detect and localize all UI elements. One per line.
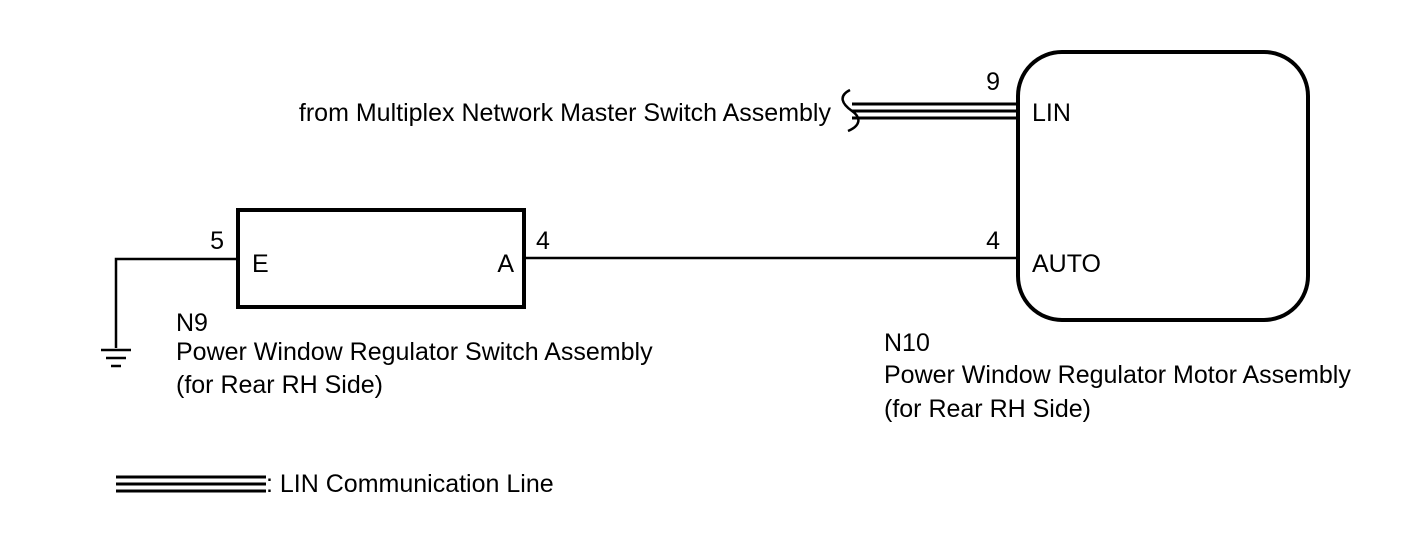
motor-component-name: Power Window Regulator Motor Assembly	[884, 361, 1351, 389]
switch-component-side: (for Rear RH Side)	[176, 371, 383, 399]
lin-pin-label: LIN	[1032, 99, 1071, 127]
auto-pin-number: 4	[986, 227, 1000, 255]
lin-communication-wire	[852, 102, 1018, 120]
switch-component-code: N9	[176, 309, 208, 337]
motor-component-code: N10	[884, 329, 930, 357]
source-label: from Multiplex Network Master Switch Ass…	[299, 99, 832, 127]
switch-component-name: Power Window Regulator Switch Assembly	[176, 338, 653, 366]
switch-component-box	[236, 208, 526, 309]
legend-lin-line-label: : LIN Communication Line	[266, 470, 554, 498]
auto-pin-label: AUTO	[1032, 250, 1101, 278]
motor-component-side: (for Rear RH Side)	[884, 395, 1091, 423]
wire-break-mark	[841, 88, 860, 133]
ground-symbol	[101, 257, 238, 368]
e-pin-label: E	[252, 250, 269, 278]
e-pin-number: 5	[210, 227, 224, 255]
legend-lin-line-symbol	[116, 475, 266, 493]
lin-pin-number: 9	[986, 68, 1000, 96]
a-pin-number: 4	[536, 227, 550, 255]
motor-component-box	[1016, 50, 1310, 322]
a-pin-label: A	[497, 250, 514, 278]
